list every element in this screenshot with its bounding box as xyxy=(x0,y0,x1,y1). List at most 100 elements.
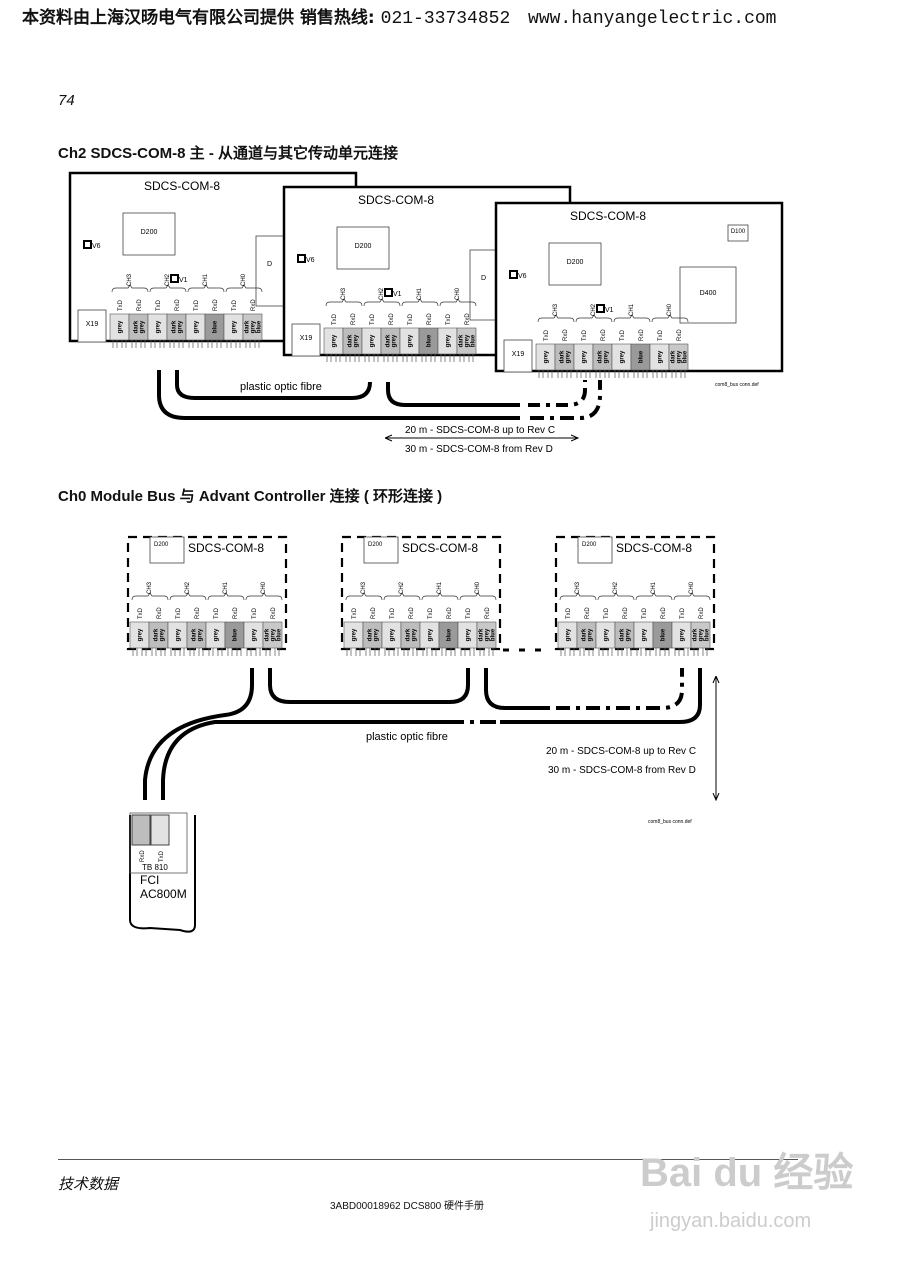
connector-color-label-line: grey xyxy=(642,628,648,641)
pin-label: RxD xyxy=(601,329,607,341)
connector-pins xyxy=(655,648,670,656)
connector-pins xyxy=(150,340,165,348)
channel-label: CH0 xyxy=(261,581,267,594)
connector-color-label-line: grey xyxy=(658,350,664,363)
x19-socket xyxy=(77,309,107,343)
header-text: 本资料由上海汉旸电气有限公司提供 销售热线: xyxy=(22,8,375,28)
page-number: 74 xyxy=(58,92,75,109)
d200-chip xyxy=(548,242,602,286)
pin-label: RxD xyxy=(639,329,645,341)
connector-pins xyxy=(633,370,648,378)
pin-label: RxD xyxy=(175,299,181,311)
pin-label: TxD xyxy=(408,313,414,325)
connector-color-label-line: blue xyxy=(427,334,433,347)
pin-label: RxD xyxy=(485,607,491,619)
connector-color-label-line: grey xyxy=(604,628,610,641)
connector-color-label-line: dark xyxy=(385,334,391,347)
pin-label: TxD xyxy=(252,607,258,619)
channel-bracket xyxy=(421,592,459,601)
connector-pins xyxy=(265,648,280,656)
optic-fibre-cable xyxy=(528,380,587,407)
connector-pins xyxy=(636,648,651,656)
d200-chip xyxy=(122,212,176,256)
tb810-module xyxy=(129,812,188,874)
chip-label: D xyxy=(481,275,486,282)
connector-pins xyxy=(595,370,610,378)
optic-fibre-cable xyxy=(530,380,602,420)
d200-chip xyxy=(363,536,399,564)
connector-color-label-line: dark xyxy=(347,334,353,347)
connector-pins xyxy=(246,648,261,656)
pin-label: TxD xyxy=(466,607,472,619)
connector-color-label-line: dark xyxy=(597,350,603,363)
led-label: V1 xyxy=(179,277,188,284)
connector-pins xyxy=(384,648,399,656)
optic-fibre-cable xyxy=(143,668,254,800)
connector-color-label-line: grey xyxy=(198,628,204,641)
section1-title: Ch2 SDCS-COM-8 主 - 从通道与其它传动单元连接 xyxy=(58,145,399,162)
connector-pins xyxy=(441,648,456,656)
connector-color-label: grey xyxy=(390,628,396,641)
connector-color-label-line: dark xyxy=(478,628,484,641)
ac800m-label: AC800M xyxy=(140,887,187,901)
connector-color-label-line: blue xyxy=(491,628,497,641)
connector-color-label-line: dark xyxy=(619,628,625,641)
pin-label: TxD xyxy=(214,607,220,619)
connector-color-label: grey xyxy=(194,320,200,333)
connector-color-label-line: grey xyxy=(544,350,550,363)
fibre-label: plastic optic fibre xyxy=(240,381,322,393)
connector-color-label-line: grey xyxy=(566,350,572,363)
channel-label: CH3 xyxy=(575,581,581,594)
board-title: SDCS-COM-8 xyxy=(358,193,434,207)
pin-label: TxD xyxy=(370,313,376,325)
connector-color-label: darkgrey xyxy=(619,628,631,641)
connector-color-label-line: blue xyxy=(683,350,689,363)
connector-pins xyxy=(365,648,380,656)
pin-label: TxD xyxy=(604,607,610,619)
led-icon xyxy=(596,304,605,313)
channel-label: CH2 xyxy=(379,287,385,300)
pin-label: RxD xyxy=(585,607,591,619)
connector-color-label-line: grey xyxy=(677,350,683,363)
connector-pins xyxy=(560,648,575,656)
connector-color-label-line: grey xyxy=(374,628,380,641)
fci-label: FCI xyxy=(140,873,159,887)
connector-color-label-line: dark xyxy=(133,320,139,333)
channel-bracket xyxy=(559,592,597,601)
connector-pins xyxy=(674,648,689,656)
pin-label: TxD xyxy=(194,299,200,311)
pin-label: RxD xyxy=(677,329,683,341)
led-label: V6 xyxy=(92,243,101,250)
channel-label: CH1 xyxy=(417,287,423,300)
pin-label: TxD xyxy=(176,607,182,619)
file-name: com8_bus conn.def xyxy=(715,382,759,388)
rxd-label: RxD xyxy=(140,850,146,862)
channel-bracket xyxy=(131,592,169,601)
pin-label: RxD xyxy=(137,299,143,311)
channel-label: CH1 xyxy=(223,581,229,594)
connector-color-label-line: grey xyxy=(446,334,452,347)
section2-title: Ch0 Module Bus 与 Advant Controller 连接 ( … xyxy=(58,488,443,505)
connector-pins xyxy=(151,648,166,656)
x19-socket-label: X19 xyxy=(300,335,313,342)
connector-color-label-line: grey xyxy=(251,320,257,333)
d200-chip-label: D200 xyxy=(141,229,158,236)
channel-bracket xyxy=(345,592,383,601)
chip-label: D xyxy=(267,261,272,268)
connector-color-label: grey xyxy=(446,334,452,347)
connector-pins xyxy=(579,648,594,656)
connector-color-label: darkgreyblue xyxy=(458,334,476,347)
pin-label: RxD xyxy=(623,607,629,619)
connector-color-label: grey xyxy=(118,320,124,333)
chip-label: D200 xyxy=(154,542,169,548)
connector-color-label-line: grey xyxy=(332,334,338,347)
channel-bracket xyxy=(575,314,613,323)
connector-color-label-line: blue xyxy=(639,350,645,363)
connector-color-label: darkgreyblue xyxy=(478,628,496,641)
connector-pins xyxy=(652,370,667,378)
connector-color-label: darkgrey xyxy=(597,350,609,363)
connector-color-label: grey xyxy=(156,320,162,333)
connector-pins xyxy=(170,648,185,656)
pin-label: TxD xyxy=(658,329,664,341)
